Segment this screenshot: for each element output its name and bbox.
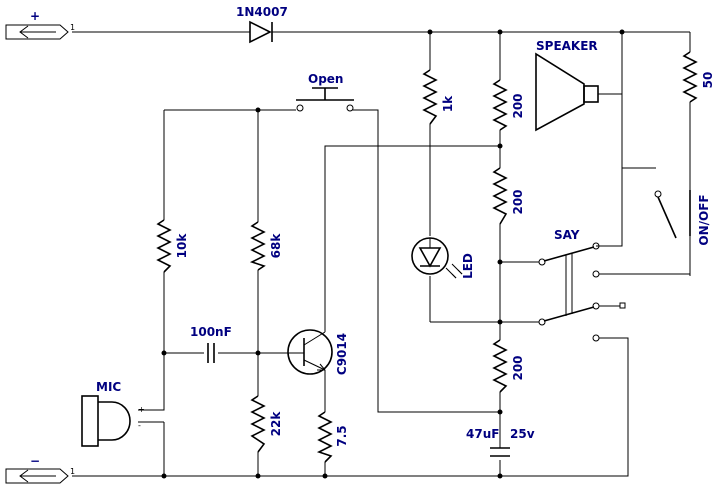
resistor-200-mid: 200: [492, 167, 525, 225]
transistor-c9014: C9014: [287, 329, 349, 375]
svg-text:22k: 22k: [269, 411, 283, 437]
svg-text:200: 200: [511, 93, 525, 118]
diode-1n4007: 1N4007: [236, 5, 288, 44]
capacitor-100nf: 100nF: [190, 325, 232, 363]
svg-text:+: +: [30, 9, 40, 23]
svg-text:7.5: 7.5: [335, 425, 349, 446]
switch-open: Open: [296, 72, 354, 112]
resistor-1k: 1k: [422, 69, 455, 125]
switch-on-off: ON/OFF: [654, 190, 711, 246]
svg-text:68k: 68k: [269, 233, 283, 259]
svg-text:SPEAKER: SPEAKER: [536, 39, 598, 53]
negative-terminal: − 1: [5, 454, 75, 484]
svg-text:25v: 25v: [510, 427, 535, 441]
svg-text:1: 1: [70, 23, 75, 32]
resistor-68k: 68k: [249, 221, 283, 271]
svg-text:-: -: [138, 421, 141, 430]
resistor-7-5: 7.5: [316, 411, 349, 463]
resistor-50: 50: [682, 51, 715, 103]
microphone: MIC + -: [81, 380, 145, 447]
svg-text:200: 200: [511, 189, 525, 214]
led: LED: [411, 237, 475, 279]
svg-text:200: 200: [511, 355, 525, 380]
speaker: SPEAKER: [535, 39, 599, 132]
positive-terminal: + 1: [5, 9, 75, 40]
svg-text:Open: Open: [308, 72, 343, 86]
svg-text:50: 50: [701, 72, 715, 89]
svg-text:1k: 1k: [441, 95, 455, 112]
svg-text:C9014: C9014: [335, 333, 349, 375]
resistor-200-top: 200: [492, 79, 525, 131]
svg-text:LED: LED: [461, 253, 475, 279]
svg-text:100nF: 100nF: [190, 325, 232, 339]
junctions: [161, 29, 625, 479]
svg-text:+: +: [138, 405, 145, 414]
svg-text:1N4007: 1N4007: [236, 5, 288, 19]
svg-text:SAY: SAY: [554, 228, 580, 242]
svg-text:47uF: 47uF: [466, 427, 499, 441]
capacitor-47uf: 47uF 25v: [466, 427, 535, 457]
svg-text:−: −: [30, 454, 40, 468]
resistor-22k: 22k: [250, 395, 283, 453]
resistor-10k: 10k: [156, 219, 189, 273]
resistor-200-low: 200: [492, 339, 525, 393]
svg-text:10k: 10k: [175, 233, 189, 259]
svg-text:1: 1: [70, 467, 75, 476]
switch-say: SAY: [538, 168, 626, 342]
wires: [72, 31, 691, 477]
svg-text:ON/OFF: ON/OFF: [697, 194, 711, 245]
svg-text:MIC: MIC: [96, 380, 121, 394]
